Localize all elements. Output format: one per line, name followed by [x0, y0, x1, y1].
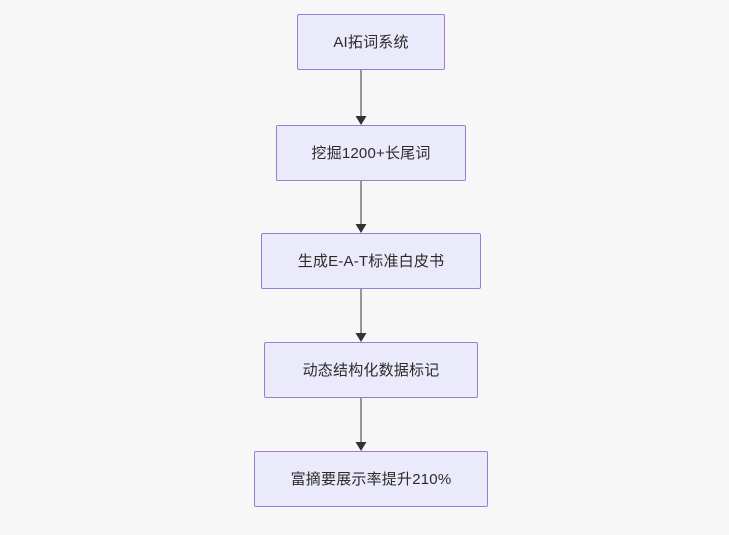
flow-node-rich-snippet-rate-increase[interactable]: 富摘要展示率提升210%: [254, 451, 488, 507]
edge-n2-n3: [351, 181, 371, 233]
flow-node-label: 挖掘1200+长尾词: [311, 144, 431, 162]
flow-node-generate-eat-whitepaper[interactable]: 生成E-A-T标准白皮书: [261, 233, 481, 289]
flow-node-dynamic-structured-data-markup[interactable]: 动态结构化数据标记: [264, 342, 478, 398]
edge-n1-n2: [351, 70, 371, 125]
flow-node-ai-keyword-system[interactable]: AI拓词系统: [297, 14, 445, 70]
flow-node-mine-longtail-keywords[interactable]: 挖掘1200+长尾词: [276, 125, 466, 181]
flow-node-label: AI拓词系统: [333, 33, 409, 51]
edge-n4-n5: [351, 398, 371, 451]
flow-node-label: 富摘要展示率提升210%: [290, 470, 452, 488]
edge-n3-n4: [351, 289, 371, 342]
flow-node-label: 生成E-A-T标准白皮书: [297, 252, 445, 270]
flow-node-label: 动态结构化数据标记: [302, 361, 440, 379]
